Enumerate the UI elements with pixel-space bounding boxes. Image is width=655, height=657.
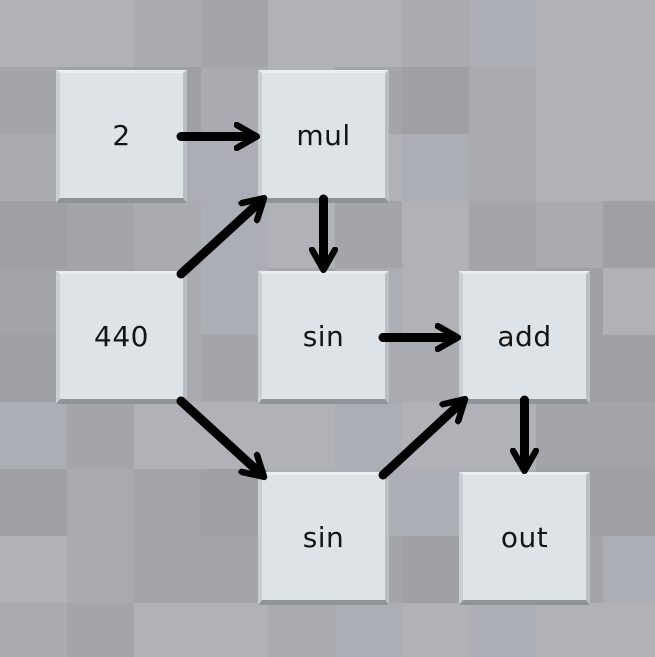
node-out[interactable]: out [459,472,590,605]
node-constant-2[interactable]: 2 [56,70,187,203]
node-label: sin [302,521,345,554]
node-label: out [500,521,549,554]
node-label: add [497,320,552,353]
node-label: 440 [94,320,149,353]
node-label: mul [296,119,351,152]
node-sin-lower[interactable]: sin [258,472,389,605]
node-sin-upper[interactable]: sin [258,271,389,404]
node-label: sin [302,320,345,353]
node-constant-440[interactable]: 440 [56,271,187,404]
node-add[interactable]: add [459,271,590,404]
node-mul[interactable]: mul [258,70,389,203]
node-label: 2 [112,119,131,152]
